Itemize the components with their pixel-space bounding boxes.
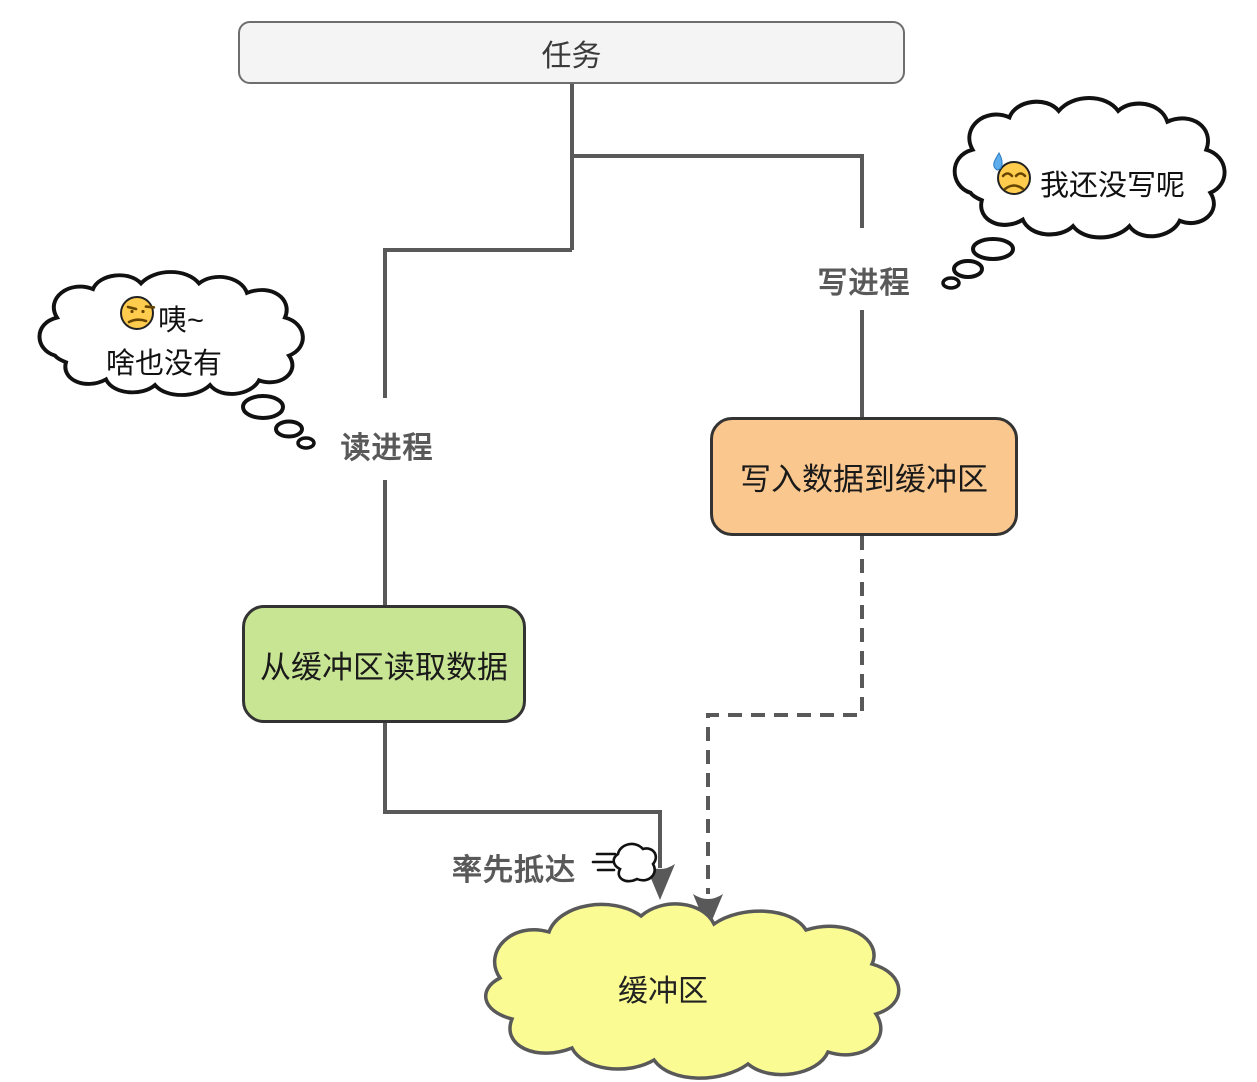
buffer-cloud-label: 缓冲区 xyxy=(618,975,708,1008)
task-node: 任务 xyxy=(238,21,905,84)
dash-emoji xyxy=(591,842,658,883)
thought-trail-bubble xyxy=(274,419,304,439)
write-action-to-buffer-dashed-connector xyxy=(706,536,864,894)
thought-trail-bubble xyxy=(241,394,285,420)
unamused-face-emoji xyxy=(120,296,156,330)
read-action-to-buffer-connector xyxy=(383,723,662,868)
read-thought-text-line1: 咦~ xyxy=(158,305,204,337)
thought-trail-bubble xyxy=(941,276,961,290)
thought-trail-bubble xyxy=(296,436,316,450)
task-to-write-connector xyxy=(572,154,864,228)
read-action-node: 从缓冲区读取数据 xyxy=(242,605,526,723)
read-process-label: 读进程 xyxy=(340,432,434,465)
thought-trail-bubble xyxy=(971,237,1015,261)
dashed-arrowhead xyxy=(693,894,723,930)
write-thought-bubble xyxy=(941,98,1225,290)
read-thought-bubble xyxy=(37,270,316,450)
write-action-node: 写入数据到缓冲区 xyxy=(710,417,1018,536)
sweat-drop xyxy=(993,152,1003,171)
task-to-read-connector xyxy=(383,248,572,398)
downcast-face-with-sweat-emoji xyxy=(993,152,1031,195)
connector-lines xyxy=(383,84,864,894)
write-process-label: 写进程 xyxy=(817,267,911,300)
thought-trail-bubble xyxy=(952,259,984,279)
buffer-cloud-shape xyxy=(484,902,901,1080)
read-thought-text-line2: 啥也没有 xyxy=(106,348,223,380)
write-thought-text: 我还没写呢 xyxy=(1040,170,1186,202)
arrive-first-label: 率先抵达 xyxy=(452,854,576,887)
